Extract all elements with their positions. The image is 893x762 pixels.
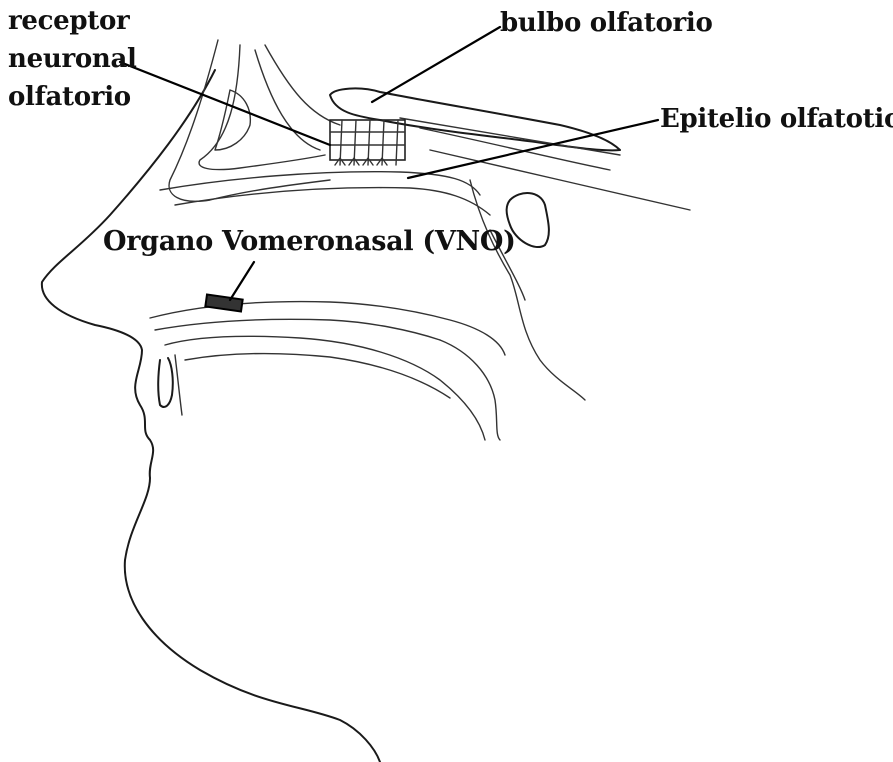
frontal-sinus-loop xyxy=(215,90,250,150)
brain-base-line-2 xyxy=(265,45,340,125)
soft-palate xyxy=(440,340,500,440)
vno-leader-line xyxy=(230,262,254,300)
tongue-inner xyxy=(185,354,450,398)
receptor-label-line3: olfatorio xyxy=(8,84,131,110)
nasal-bone-curve xyxy=(169,40,330,201)
tongue-outline xyxy=(165,336,485,440)
lower-incisor xyxy=(175,355,182,415)
brain-base-line-1 xyxy=(255,50,320,150)
receptor-label-line2: neuronal xyxy=(8,46,137,72)
hard-palate-top xyxy=(150,302,505,355)
epitelio-olfatotio-label: Epitelio olfatotio xyxy=(660,106,893,132)
receptor-neuron-fibers xyxy=(330,120,405,165)
bulbo-leader-line xyxy=(372,27,500,102)
olfactory-epithelium-band xyxy=(160,172,480,195)
face-profile-outline xyxy=(42,70,380,762)
upper-lip-tooth xyxy=(158,358,173,407)
vno-label: Organo Vomeronasal (VNO) xyxy=(103,228,516,255)
bulbo-olfatorio-label: bulbo olfatorio xyxy=(500,10,713,36)
receptor-leader-line xyxy=(120,62,330,145)
hard-palate-bottom xyxy=(155,319,440,340)
nasal-inner-curve xyxy=(199,45,325,170)
olfactory-epithelium-band-2 xyxy=(175,188,490,215)
receptor-label-line1: receptor xyxy=(8,8,129,34)
epitelio-leader-line xyxy=(408,120,658,178)
vno-organ xyxy=(205,295,242,312)
